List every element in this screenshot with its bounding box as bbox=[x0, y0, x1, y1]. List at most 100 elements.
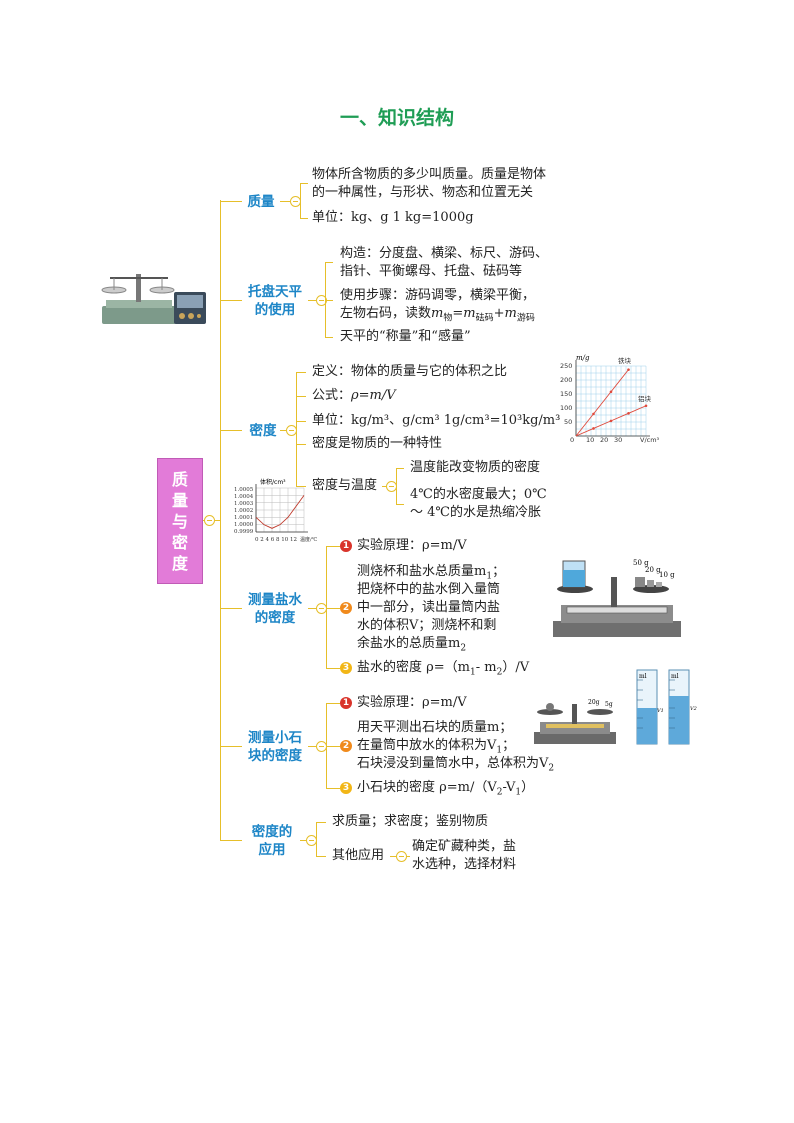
graph-mv-alu-label: 铝块 bbox=[638, 394, 652, 403]
branch-apply-label-line1: 密度的 bbox=[251, 824, 293, 840]
stone-step-line3: 石块浸没到量筒水中，总体积为V2 bbox=[357, 755, 554, 778]
data-point bbox=[609, 419, 613, 423]
data-point bbox=[627, 368, 630, 371]
density-formula-value: ρ=m/V bbox=[351, 388, 396, 403]
step-number-3: 3 bbox=[340, 782, 352, 794]
brine-principle: 实验原理：ρ=m/V bbox=[357, 538, 467, 553]
branch-apply-label: 密度的 应用 bbox=[242, 823, 302, 859]
brine-step-text: 测烧杯和盐水总质量m bbox=[357, 564, 487, 579]
brine-step-sub: 1 bbox=[486, 571, 493, 582]
graph-water-ytick: 1.0003 bbox=[234, 501, 254, 507]
data-point bbox=[644, 404, 648, 408]
stone-balance-illustration: 20g 5g bbox=[534, 699, 616, 744]
graph-mv-ylabel: m/g bbox=[576, 354, 590, 362]
graph-mv-xtick: 20 bbox=[600, 436, 608, 444]
graph-mv-xlabel: V/cm³ bbox=[640, 436, 660, 444]
step-number-1: 1 bbox=[340, 697, 352, 709]
stone-weight-5: 5g bbox=[605, 701, 613, 708]
balance-sub-weights: 砝码 bbox=[475, 313, 494, 324]
balance-sub-rider: 游码 bbox=[516, 313, 535, 324]
brine-step-sub: 2 bbox=[460, 643, 467, 654]
root-node: 质 量 与 密 度 bbox=[157, 458, 203, 584]
brine-step-line2: 把烧杯中的盐水倒入量筒 bbox=[357, 582, 501, 597]
apply-other-line2: 水选种，选择材料 bbox=[412, 857, 517, 872]
step-number-2: 2 bbox=[340, 602, 352, 614]
weight-label-10: 10 g bbox=[659, 571, 675, 579]
page-title: 一、知识结构 bbox=[339, 107, 454, 129]
brine-step-line1: 测烧杯和盐水总质量m1； bbox=[357, 563, 505, 586]
balance-sub-obj: 物 bbox=[443, 313, 453, 324]
density-formula-prefix: 公式： bbox=[312, 388, 352, 403]
brine-result: 盐水的密度 ρ=（m1- m2）/V bbox=[357, 659, 529, 682]
mass-volume-graph: m/g 250 200 150 100 50 0 10 20 30 V/cm³ … bbox=[560, 354, 660, 444]
graph-water-ytick: 1.0000 bbox=[234, 522, 254, 528]
density-formula: 公式：ρ=m/V bbox=[312, 387, 396, 405]
density-temp-line2: 4℃的水密度最大；0℃ bbox=[410, 487, 547, 502]
balance-structure-line1: 构造：分度盘、横梁、标尺、游码、 bbox=[340, 246, 549, 261]
graph-water-ytick: 1.0002 bbox=[234, 508, 253, 514]
brine-balance-illustration: 50 g 20 g 10 g bbox=[553, 559, 681, 637]
stone-result-sub: 2 bbox=[496, 787, 503, 798]
balance-plus-m: +m bbox=[493, 306, 517, 321]
balance-eq-m: =m bbox=[452, 306, 476, 321]
stone-result: 小石块的密度 ρ=m/（V2-V1） bbox=[357, 779, 534, 802]
apply-other-line1: 确定矿藏种类，盐 bbox=[412, 839, 517, 854]
branch-density-label: 密度 bbox=[249, 423, 277, 439]
branch-balance-label: 托盘天平 的使用 bbox=[242, 283, 308, 319]
cylinder-v1: V1 bbox=[657, 708, 664, 714]
mass-def-line2: 的一种属性，与形状、物态和位置无关 bbox=[312, 185, 534, 200]
brine-step-text: 余盐水的总质量m bbox=[357, 636, 461, 651]
stone-result-text: -V bbox=[502, 780, 516, 795]
root-char: 密 bbox=[171, 532, 188, 552]
graph-mv-ytick: 150 bbox=[560, 390, 572, 398]
branch-apply-label-line2: 应用 bbox=[258, 842, 286, 858]
brine-result-text: 盐水的密度 ρ=（m bbox=[357, 660, 470, 675]
brine-result-sub: 2 bbox=[496, 667, 503, 678]
brine-step-line4: 水的体积V；测烧杯和剩 bbox=[357, 618, 497, 633]
stone-step-line1: 用天平测出石块的质量m； bbox=[357, 720, 513, 735]
balance-steps-line2: 左物右码，读数m物=m砝码+m游码 bbox=[340, 305, 535, 328]
brine-step-end: ； bbox=[492, 564, 506, 579]
data-point bbox=[627, 412, 630, 415]
root-char: 量 bbox=[171, 490, 188, 510]
density-temp-line3: ～ 4℃的水是热缩冷胀 bbox=[410, 505, 541, 520]
branch-balance-label-line1: 托盘天平 bbox=[248, 284, 302, 300]
step-number-2: 2 bbox=[340, 740, 352, 752]
weight-label-20: 20 g bbox=[645, 566, 661, 574]
graph-mv-ytick: 50 bbox=[564, 418, 572, 426]
branch-stone-label-line2: 块的密度 bbox=[248, 748, 302, 764]
apply-basic: 求质量；求密度；鉴别物质 bbox=[332, 814, 489, 829]
stone-result-text: ） bbox=[521, 780, 535, 795]
density-temperature-label: 密度与温度 bbox=[312, 478, 378, 493]
brine-step-line3: 中一部分，读出量筒内盐 bbox=[357, 600, 501, 615]
graph-water-ytick: 0.9999 bbox=[234, 529, 254, 535]
step-number-3: 3 bbox=[340, 662, 352, 674]
brine-step-line5: 余盐水的总质量m2 bbox=[357, 635, 466, 658]
density-unit: 单位：kg/m³、g/cm³ 1g/cm³=10³kg/m³ bbox=[312, 413, 561, 428]
density-property: 密度是物质的一种特性 bbox=[312, 436, 443, 451]
graph-mv-ytick: 250 bbox=[560, 362, 572, 370]
balance-structure-line2: 指针、平衡螺母、托盘、砝码等 bbox=[340, 264, 523, 279]
mass-def-line1: 物体所含物质的多少叫质量。质量是物体 bbox=[312, 167, 547, 182]
stone-step-sub: 2 bbox=[548, 763, 555, 774]
brine-result-text: ）/V bbox=[502, 660, 530, 675]
stone-step-sub: 1 bbox=[496, 745, 503, 756]
apply-other-label: 其他应用 bbox=[332, 848, 385, 863]
root-char: 与 bbox=[171, 511, 188, 531]
branch-brine-label-line1: 测量盐水 bbox=[248, 592, 302, 608]
balance-weigh-sense: 天平的“称量”和“感量” bbox=[340, 329, 471, 344]
stone-step-text: 石块浸没到量筒水中，总体积为V bbox=[357, 756, 549, 771]
graph-water-ylabel: 体积/cm³ bbox=[260, 478, 286, 486]
brine-result-text: - m bbox=[475, 660, 497, 675]
stone-step-text: ； bbox=[502, 738, 516, 753]
graph-water-ytick: 1.0005 bbox=[234, 487, 254, 493]
graph-water-xticks: 0 2 4 6 8 10 12 bbox=[255, 537, 297, 543]
graph-mv-xtick: 30 bbox=[614, 436, 622, 444]
cylinder-unit: ml bbox=[671, 673, 679, 680]
data-point bbox=[609, 390, 613, 394]
graph-water-xlabel: 温度/℃ bbox=[300, 536, 318, 543]
data-point bbox=[592, 412, 595, 416]
graph-mv-ytick: 100 bbox=[560, 404, 572, 412]
data-point bbox=[592, 427, 595, 430]
branch-mass-label: 质量 bbox=[247, 194, 275, 210]
